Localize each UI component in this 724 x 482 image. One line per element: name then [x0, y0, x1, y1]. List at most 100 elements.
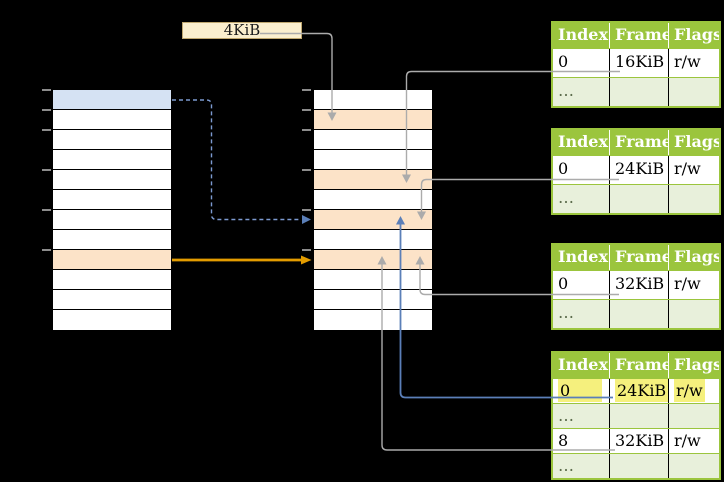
- arrow-virtualpage0-to-frame6-dashed: [172, 99, 300, 221]
- highlighted-value: r/w: [674, 379, 705, 402]
- physical-memory-row-7: [314, 230, 432, 250]
- virtual-memory-row-8: [53, 250, 171, 270]
- table-cell: [609, 454, 668, 478]
- table-cell: [609, 300, 668, 328]
- address-tick: [42, 109, 51, 111]
- virtual-memory-row-5: [53, 190, 171, 210]
- table-cell: …: [558, 406, 574, 425]
- address-tick: [42, 249, 51, 251]
- virtual-memory-row-1: [53, 110, 171, 130]
- table-cell: 16KiB: [609, 49, 668, 77]
- table-row: 0 24KiB r/w: [553, 378, 719, 403]
- physical-memory-row-4: [314, 170, 432, 190]
- column-header-flags: Flags: [668, 245, 719, 270]
- address-tick: [42, 129, 51, 131]
- table-cell: 24KiB: [609, 156, 668, 184]
- table-cell: [668, 185, 719, 213]
- virtual-memory-row-10: [53, 290, 171, 310]
- table-cell: [668, 404, 719, 428]
- table-cell: r/w: [668, 49, 719, 77]
- arrowhead-right-icon: [301, 255, 312, 265]
- table-row: …: [553, 184, 719, 213]
- table-cell: [668, 454, 719, 478]
- virtual-memory-row-7: [53, 230, 171, 250]
- table-cell: …: [558, 188, 574, 207]
- table-cell: r/w: [668, 429, 719, 453]
- virtual-memory-row-4: [53, 170, 171, 190]
- column-header-index: Index: [558, 355, 609, 374]
- column-header-index: Index: [558, 132, 609, 151]
- physical-memory-row-5: [314, 190, 432, 210]
- virtual-memory-row-9: [53, 270, 171, 290]
- table-cell: 8: [558, 431, 569, 450]
- virtual-memory-row-3: [53, 150, 171, 170]
- table-row: …: [553, 77, 719, 106]
- virtual-memory-row-11: [53, 310, 171, 330]
- column-header-flags: Flags: [668, 23, 719, 48]
- middle-memory-table: [313, 89, 433, 331]
- address-tick: [302, 249, 311, 251]
- column-header-frame: Frame: [609, 353, 668, 378]
- physical-memory-row-1: [314, 110, 432, 130]
- table-cell: [609, 185, 668, 213]
- column-header-index: Index: [558, 247, 609, 266]
- address-tick: [42, 89, 51, 91]
- column-header-flags: Flags: [668, 353, 719, 378]
- physical-memory-row-10: [314, 290, 432, 310]
- frame-size-label: 4KiB: [182, 22, 302, 39]
- left-memory-table: [52, 89, 172, 331]
- table-row: …: [553, 403, 719, 428]
- highlighted-value: 0: [558, 379, 602, 402]
- virtual-memory-row-2: [53, 130, 171, 150]
- table-cell: [668, 300, 719, 328]
- address-tick: [302, 129, 311, 131]
- virtual-memory-row-6: [53, 210, 171, 230]
- column-header-frame: Frame: [609, 245, 668, 270]
- table-cell: r/w: [668, 271, 719, 299]
- address-tick: [302, 209, 311, 211]
- highlighted-value: 24KiB: [615, 379, 668, 402]
- address-tick: [302, 169, 311, 171]
- physical-memory-row-2: [314, 130, 432, 150]
- table-cell: 24KiB: [609, 379, 668, 403]
- table-cell: [609, 404, 668, 428]
- virtual-memory-row-0: [53, 90, 171, 110]
- table-cell: …: [558, 81, 574, 100]
- table-cell: 32KiB: [609, 271, 668, 299]
- table-cell: r/w: [668, 156, 719, 184]
- address-tick: [42, 209, 51, 211]
- table-cell: …: [558, 456, 574, 475]
- address-tick: [302, 89, 311, 91]
- table-cell: [609, 78, 668, 106]
- column-header-frame: Frame: [609, 130, 668, 155]
- arrowhead-right-icon: [302, 215, 311, 224]
- table-cell: r/w: [668, 379, 719, 403]
- physical-memory-row-3: [314, 150, 432, 170]
- table-cell: [668, 78, 719, 106]
- physical-memory-row-11: [314, 310, 432, 330]
- physical-memory-row-8: [314, 250, 432, 270]
- table-cell: …: [558, 303, 574, 322]
- address-tick: [42, 169, 51, 171]
- physical-memory-row-6: [314, 210, 432, 230]
- table-cell: 0: [558, 274, 569, 293]
- physical-memory-row-0: [314, 90, 432, 110]
- column-header-index: Index: [558, 25, 609, 44]
- table-cell: 0: [553, 379, 609, 403]
- column-header-flags: Flags: [668, 130, 719, 155]
- physical-memory-row-9: [314, 270, 432, 290]
- table-row: …: [553, 299, 719, 328]
- table-cell: 32KiB: [609, 429, 668, 453]
